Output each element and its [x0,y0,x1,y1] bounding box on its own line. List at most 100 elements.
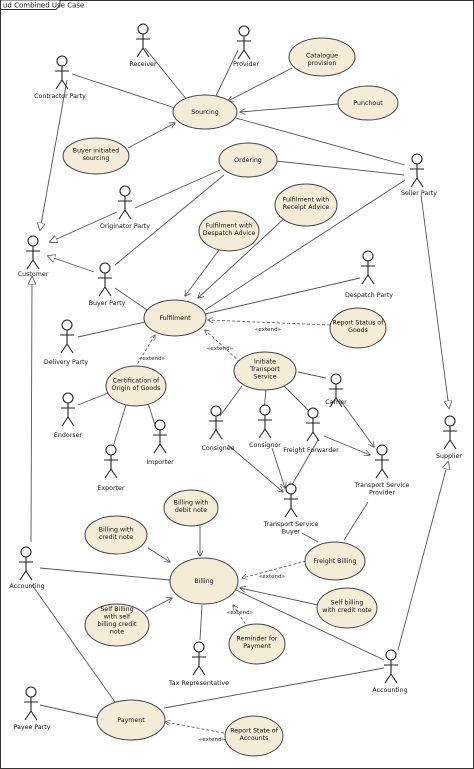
use-case-label: Punchout [353,100,383,107]
extend-label-payment: «extend» [199,737,225,743]
associations [31,47,449,734]
svg-text:Provider: Provider [233,61,259,68]
line-catalogue-sourcing [228,67,293,101]
line-fulfilment-seller [204,179,406,311]
svg-text:Carrier: Carrier [325,399,347,406]
line-importer-cert [147,402,156,426]
line-buyer-ordering [114,174,225,266]
actor-originator-party: Originator Party [100,185,150,230]
svg-text:Despatch Party: Despatch Party [345,292,393,299]
actor-buyer-party: Buyer Party [89,262,126,307]
line-receiver-sourcing [144,47,188,101]
gen-originator-customer [50,211,118,242]
use-case-billing: Billing [169,557,239,605]
line-carrier-tsp [339,399,374,447]
gen-accounting-customer [31,277,32,543]
line-selfbill-billing [144,598,172,613]
actor-importer: Importer [146,419,174,466]
use-case-sourcing: Sourcing [172,94,238,130]
svg-text:Originator Party: Originator Party [100,223,150,230]
gen-accounting-supplier [397,462,448,651]
extend-label-transport: «extend» [207,346,233,352]
line-ff-tsp [323,435,370,455]
extend-label-freight: «extend» [259,574,285,580]
line-provider-sourcing [214,49,239,99]
line-accounting-billing [39,567,171,581]
line-tsp-freight [343,501,369,541]
use-case-ordering: Ordering [218,142,278,178]
line-fulfilment-despatch [204,277,361,315]
line-originator-ordering [134,169,221,209]
line-buyerinit-sourcing [127,123,175,149]
diagram-title: ud Combined Use Case [3,2,84,10]
use-case-label: Freight Billing [313,558,356,565]
line-buyer-fulfilment [114,287,148,311]
svg-text:Accounting: Accounting [9,583,44,590]
gen-buyer-customer [48,256,95,273]
dash-reportstate-payment [165,722,225,734]
svg-text:Seller Party: Seller Party [401,190,437,197]
svg-text:Consignee: Consignee [201,445,234,452]
line-ff-tsb [290,439,319,488]
actor-contractor-party: Contractor Party [34,55,86,100]
actor-accounting-right: Accounting [372,649,408,694]
use-case-freight-billing: Freight Billing [304,541,366,581]
actor-freight-forwarder: Freight Forwarder [283,407,339,454]
gen-seller-supplier [420,194,449,408]
line-payee-payment [39,704,99,719]
actor-provider: Provider [233,25,259,68]
dash-reportstatus-fulfilment [208,320,331,326]
use-case-label: Sourcing [191,109,219,116]
line-delivery-fulfilment [77,321,146,338]
actor-supplier: Supplier [436,415,462,460]
use-case-label: Ordering [234,157,262,164]
actor-exporter: Exporter [97,444,125,492]
line-consignor-tsb [271,447,285,488]
frame-title-tab [0,0,61,10]
actor-consignor: Consignor [249,404,281,449]
actor-despatch-party: Despatch Party [345,250,393,299]
gen-contractor-customer [40,79,68,230]
svg-text:Contractor Party: Contractor Party [34,93,86,100]
dash-freight-billing [242,560,307,578]
svg-text:Importer: Importer [146,459,174,466]
line-contractor-sourcing [71,73,176,109]
line-credit-billing [147,547,170,562]
line-tsb-freight [301,532,319,543]
line-consignee-tsb [227,444,283,492]
line-exporter-cert [111,404,127,451]
line-punchout-sourcing [240,103,339,112]
use-case-label: Payment [117,717,145,724]
extend-label-reminder: «extend» [227,610,253,616]
line-consignee-transport [219,385,243,417]
line-endorser-cert [77,392,109,406]
svg-text:Buyer Party: Buyer Party [89,300,126,307]
use-case-punchout: Punchout [337,85,399,121]
line-payment-accounting-right [163,667,385,709]
use-case-label: Billing [194,578,213,585]
